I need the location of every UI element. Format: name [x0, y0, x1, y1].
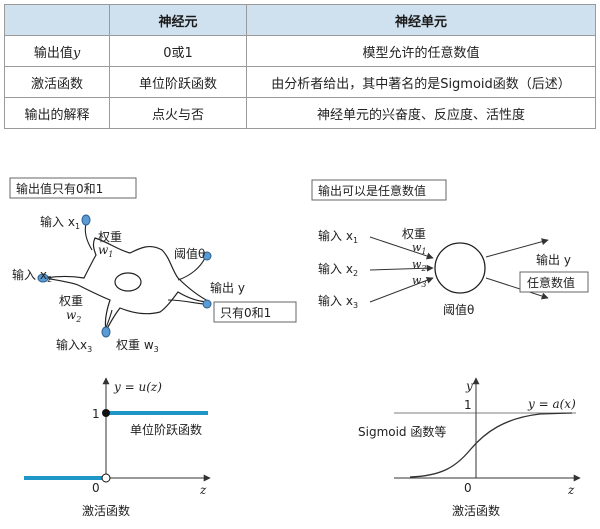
- synapse-icon: [101, 326, 111, 338]
- input1-label: 输入 x1: [40, 214, 80, 231]
- row-label-text: 输出的解释: [24, 107, 90, 123]
- r-w1-label: w1: [412, 241, 427, 256]
- nucleus-icon: [114, 272, 142, 292]
- left-output-box: [213, 301, 297, 323]
- w1-label: w1: [98, 243, 113, 259]
- neuron-cell: 点火与否: [109, 97, 247, 129]
- row-label-var: y: [72, 45, 81, 61]
- right-title-box: [311, 179, 447, 201]
- row-label-text: 输出值: [33, 45, 73, 61]
- unit-cell: 神经单元的兴奋度、反应度、活性度: [246, 97, 596, 129]
- step-z-label: z: [199, 483, 207, 497]
- step-one-tick: 1: [92, 407, 100, 421]
- sig-caption: 激活函数: [452, 503, 500, 518]
- input3-label: 输入x3: [56, 337, 92, 354]
- r-threshold-label: 阈值θ: [443, 302, 474, 317]
- sigmoid-curve: [409, 412, 573, 478]
- step-closed-point: [102, 409, 110, 417]
- input3-arrow: [369, 276, 434, 303]
- r-input1-label: 输入 x1: [318, 228, 358, 245]
- left-title-box: [9, 177, 137, 199]
- step-open-point: [101, 473, 111, 483]
- output-arrow-2: [485, 277, 549, 300]
- input2-label: 输入 x2: [12, 267, 52, 284]
- output-arrow-1: [485, 238, 549, 258]
- r-input2-label: 输入 x2: [318, 261, 358, 278]
- weight1-label: 权重: [98, 230, 122, 244]
- dendrite-icon: [177, 257, 206, 281]
- step-zero-tick: 0: [92, 481, 100, 495]
- left-neuron-panel: 输出值只有0和1 输入 x1 权重 w1 阈值θ 输入 x2 权重 w2 输出 …: [9, 177, 297, 354]
- table-row: 输出的解释 点火与否 神经单元的兴奋度、反应度、活性度: [4, 97, 596, 129]
- unit-cell: 模型允许的任意数值: [246, 35, 596, 67]
- row-label: 激活函数: [4, 66, 110, 98]
- right-output-box: [519, 271, 589, 293]
- sig-one-tick: 1: [464, 398, 472, 412]
- step-chart: y = u(z) 1 0 z 单位阶跃函数 激活函数: [24, 377, 211, 518]
- row-label: 输出的解释: [4, 97, 110, 129]
- unit-cell: 由分析者给出，其中著名的是Sigmoid函数（后述）: [246, 66, 596, 98]
- weight2-label: 权重: [59, 294, 83, 308]
- r-input3-label: 输入 x3: [318, 293, 358, 310]
- synapse-icon: [81, 214, 91, 226]
- threshold-label: 阈值θ: [174, 246, 205, 261]
- r-weight-label: 权重: [402, 227, 426, 241]
- right-output-text: 任意数值: [527, 275, 575, 290]
- w2-label: w2: [66, 308, 81, 324]
- step-func-label: y = u(z): [113, 380, 162, 394]
- sig-zero-tick: 0: [464, 481, 472, 495]
- weight3-label: 权重 w3: [116, 338, 159, 354]
- sigmoid-chart: y y = a(x) 1 0 z Sigmoid 函数等 激活函数: [358, 377, 581, 518]
- comparison-table: 神经元 神经单元 输出值y 0或1 模型允许的任意数值 激活函数 单位阶跃函数 …: [4, 4, 596, 129]
- input2-arrow: [369, 264, 434, 272]
- unit-node-icon: [434, 242, 486, 294]
- output-label: 输出 y: [210, 280, 245, 295]
- left-output-text: 只有0和1: [220, 306, 271, 320]
- sig-func-label: y = a(x): [527, 397, 576, 411]
- r-w3-label: w3: [412, 274, 427, 289]
- header-empty: [4, 4, 110, 36]
- r-output-label: 输出 y: [536, 252, 571, 267]
- step-curve-label: 单位阶跃函数: [130, 422, 202, 437]
- r-w2-label: w2: [412, 258, 427, 273]
- input1-arrow: [369, 236, 434, 260]
- synapse-icon: [202, 299, 212, 309]
- dendrite-icon: [84, 223, 93, 251]
- sig-z-label: z: [567, 483, 575, 497]
- synapse-icon: [202, 251, 212, 261]
- sig-y-label: y: [465, 379, 473, 393]
- header-neural-unit: 神经单元: [246, 4, 596, 36]
- right-title: 输出可以是任意数值: [318, 183, 426, 198]
- sig-curve-label: Sigmoid 函数等: [358, 424, 446, 439]
- synapse-icon: [37, 273, 49, 283]
- table-row: 输出值y 0或1 模型允许的任意数值: [4, 35, 596, 67]
- step-caption: 激活函数: [82, 503, 130, 518]
- right-neuron-panel: 输出可以是任意数值 输入 x1 输入 x2 输入 x3 权重 w1 w2 w3 …: [311, 179, 589, 317]
- left-title: 输出值只有0和1: [16, 181, 103, 196]
- row-label-text: 激活函数: [30, 76, 83, 92]
